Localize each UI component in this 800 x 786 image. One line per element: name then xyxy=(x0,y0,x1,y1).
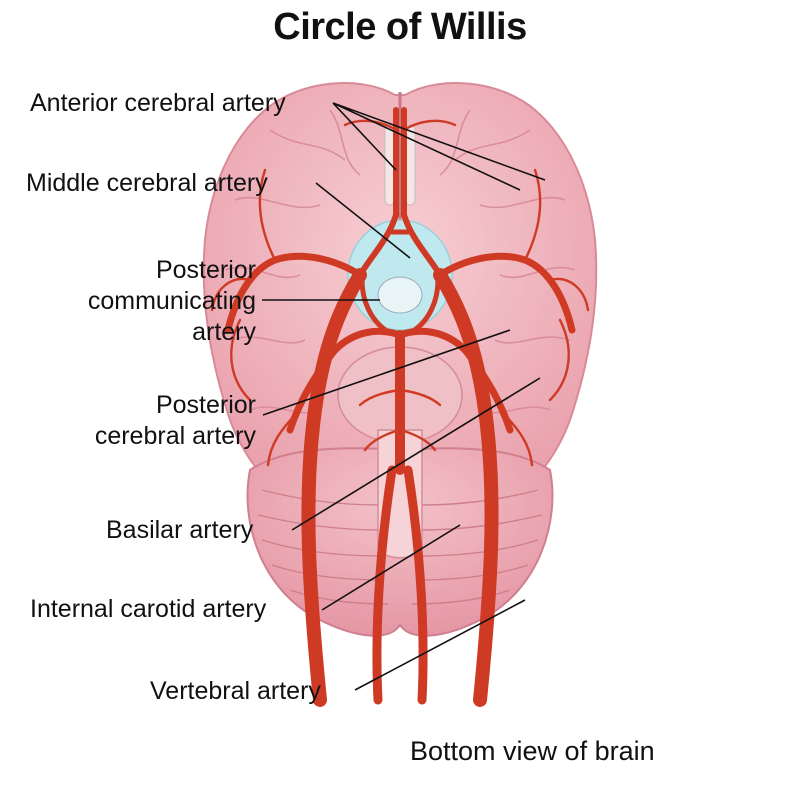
anterior-cerebral-left xyxy=(357,107,399,278)
label-posterior-communicating-artery: Posterior communicating artery xyxy=(40,255,256,348)
label-posterior-cerebral-artery: Posterior cerebral artery xyxy=(40,390,256,452)
label-basilar-artery: Basilar artery xyxy=(106,516,254,544)
label-middle-cerebral-artery: Middle cerebral artery xyxy=(26,169,268,197)
leader-vertebral xyxy=(354,599,526,691)
label-posterior-communicating-line3: artery xyxy=(192,318,256,346)
label-anterior-cerebral-artery: Anterior cerebral artery xyxy=(30,89,286,117)
label-posterior-communicating-line1: Posterior xyxy=(155,256,256,284)
anterior-cerebral-right xyxy=(401,107,443,278)
diagram-title: Circle of Willis xyxy=(273,6,527,48)
label-posterior-communicating-line2: communicating xyxy=(87,287,256,315)
vertebral-right xyxy=(403,465,428,705)
leader-basilar xyxy=(291,377,541,531)
posterior-communicating-right xyxy=(409,277,441,335)
leader-lines xyxy=(262,102,546,691)
leader-posterior-cerebral xyxy=(262,329,511,416)
label-posterior-cerebral-line1: Posterior xyxy=(155,391,256,419)
artery-branches xyxy=(210,119,590,467)
label-vertebral-artery: Vertebral artery xyxy=(150,677,321,705)
posterior-cerebral-left xyxy=(286,327,404,434)
olfactory-tracts xyxy=(384,124,416,206)
leader-anterior-cerebral xyxy=(332,102,546,191)
vertebral-left xyxy=(372,465,397,705)
posterior-communicating-left xyxy=(359,277,391,335)
pituitary xyxy=(377,276,423,314)
leader-middle-cerebral xyxy=(315,182,411,259)
internal-carotid-right xyxy=(433,268,499,707)
posterior-cerebral-right xyxy=(396,327,514,434)
label-internal-carotid-artery: Internal carotid artery xyxy=(30,595,267,623)
label-posterior-cerebral-line2: cerebral artery xyxy=(94,422,256,450)
internal-carotid-left xyxy=(301,268,367,707)
leader-internal-carotid xyxy=(321,524,461,611)
footer-caption: Bottom view of brain xyxy=(410,736,655,766)
